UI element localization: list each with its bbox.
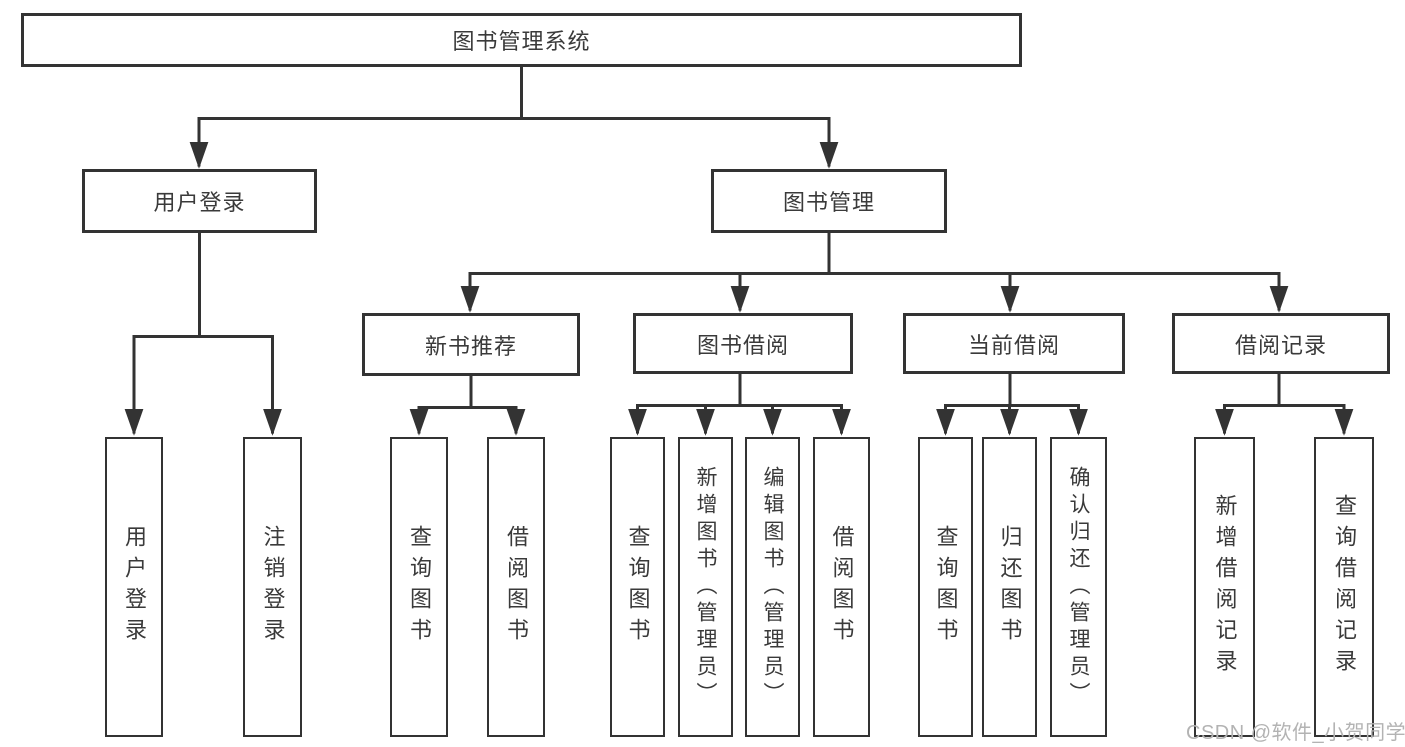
edges-root-to-level2 <box>189 65 839 169</box>
node-new-book-recommend: 新书推荐 <box>362 313 580 376</box>
leaf-current-query-books-label: 查询图书 <box>933 525 959 649</box>
node-borrow-records-label: 借阅记录 <box>1234 332 1327 358</box>
leaf-recommend-borrow-books: 借阅图书 <box>487 437 545 737</box>
leaf-records-add-record: 新增借阅记录 <box>1194 437 1255 737</box>
leaf-borrow-query-books: 查询图书 <box>610 437 665 737</box>
leaf-logout: 注销登录 <box>243 437 302 737</box>
node-current-borrow: 当前借阅 <box>903 313 1125 374</box>
edges-current-borrow-children <box>936 371 1088 436</box>
leaf-current-return-books-label: 归还图书 <box>997 525 1023 649</box>
leaf-user-login-label: 用户登录 <box>122 525 147 649</box>
leaf-records-add-record-label: 新增借阅记录 <box>1212 494 1238 680</box>
node-user-login: 用户登录 <box>82 169 317 233</box>
leaf-borrow-add-books-label: 新增图书（管理员） <box>694 465 717 709</box>
leaf-logout-label: 注销登录 <box>260 525 286 649</box>
leaf-borrow-borrow-books-label: 借阅图书 <box>829 525 855 649</box>
node-user-login-label: 用户登录 <box>153 190 246 215</box>
node-book-management: 图书管理 <box>711 169 947 233</box>
leaf-current-confirm-return-label: 确认归还（管理员） <box>1067 465 1090 709</box>
leaf-user-login: 用户登录 <box>105 437 163 737</box>
edges-book-borrow-children <box>628 371 851 436</box>
node-root-label: 图书管理系统 <box>452 29 591 54</box>
leaf-borrow-add-books: 新增图书（管理员） <box>678 437 733 737</box>
node-borrow-records: 借阅记录 <box>1172 313 1390 374</box>
edges-book-management-children <box>460 231 1289 313</box>
leaf-current-return-books: 归还图书 <box>982 437 1037 737</box>
leaf-records-query-record: 查询借阅记录 <box>1314 437 1374 737</box>
edges-user-login-children <box>124 231 282 436</box>
edges-borrow-records-children <box>1215 371 1354 436</box>
leaf-recommend-query-books-label: 查询图书 <box>407 525 432 649</box>
node-book-management-label: 图书管理 <box>782 190 875 215</box>
leaf-current-confirm-return: 确认归还（管理员） <box>1050 437 1107 737</box>
node-book-borrow: 图书借阅 <box>633 313 853 374</box>
leaf-borrow-edit-books: 编辑图书（管理员） <box>745 437 800 737</box>
node-new-book-recommend-label: 新书推荐 <box>424 333 517 359</box>
leaf-borrow-borrow-books: 借阅图书 <box>813 437 870 737</box>
leaf-records-query-record-label: 查询借阅记录 <box>1332 494 1357 680</box>
node-book-borrow-label: 图书借阅 <box>696 332 789 358</box>
edges-new-book-recommend-children <box>409 373 526 436</box>
leaf-borrow-query-books-label: 查询图书 <box>625 525 651 649</box>
leaf-recommend-borrow-books-label: 借阅图书 <box>504 525 529 649</box>
csdn-watermark: CSDN @软件_小贺同学 <box>1186 722 1405 744</box>
leaf-recommend-query-books: 查询图书 <box>390 437 448 737</box>
node-root: 图书管理系统 <box>21 13 1022 67</box>
leaf-current-query-books: 查询图书 <box>918 437 973 737</box>
leaf-borrow-edit-books-label: 编辑图书（管理员） <box>761 465 784 709</box>
node-current-borrow-label: 当前借阅 <box>967 332 1060 358</box>
